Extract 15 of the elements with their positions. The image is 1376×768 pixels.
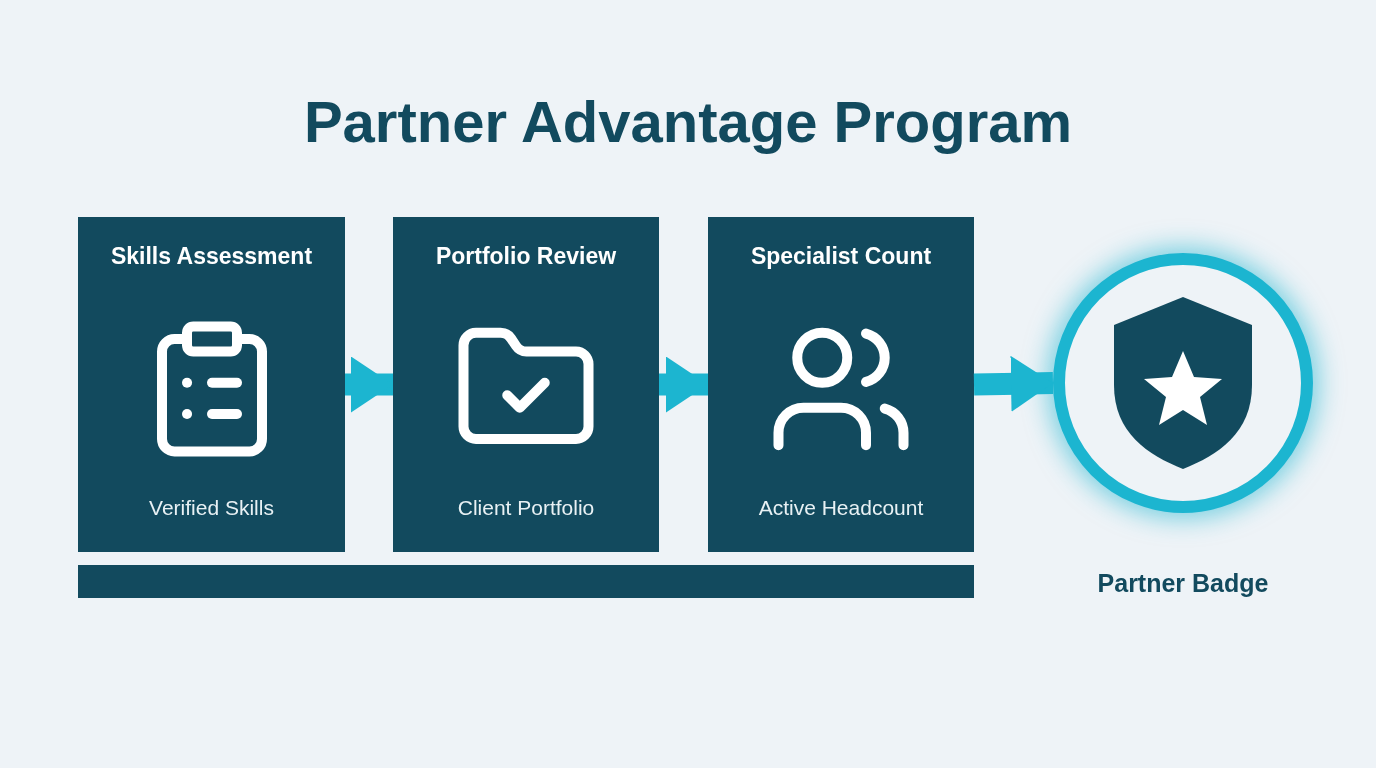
step-caption: Verified Skills xyxy=(148,494,275,521)
step-box xyxy=(393,217,659,552)
step-box xyxy=(708,217,974,552)
badge-caption: Partner Badge xyxy=(1096,568,1270,599)
arrow xyxy=(973,355,1054,412)
base-bar xyxy=(78,565,974,598)
step-heading: Specialist Count xyxy=(749,242,933,271)
step-caption: Active Headcount xyxy=(757,494,925,521)
step-caption: Client Portfolio xyxy=(456,494,596,521)
arrow xyxy=(659,356,708,413)
title: Partner Advantage Program xyxy=(302,88,1074,156)
step-box xyxy=(78,217,345,552)
step-heading: Portfolio Review xyxy=(434,242,618,271)
step-heading: Skills Assessment xyxy=(109,242,314,271)
arrow xyxy=(345,356,393,413)
